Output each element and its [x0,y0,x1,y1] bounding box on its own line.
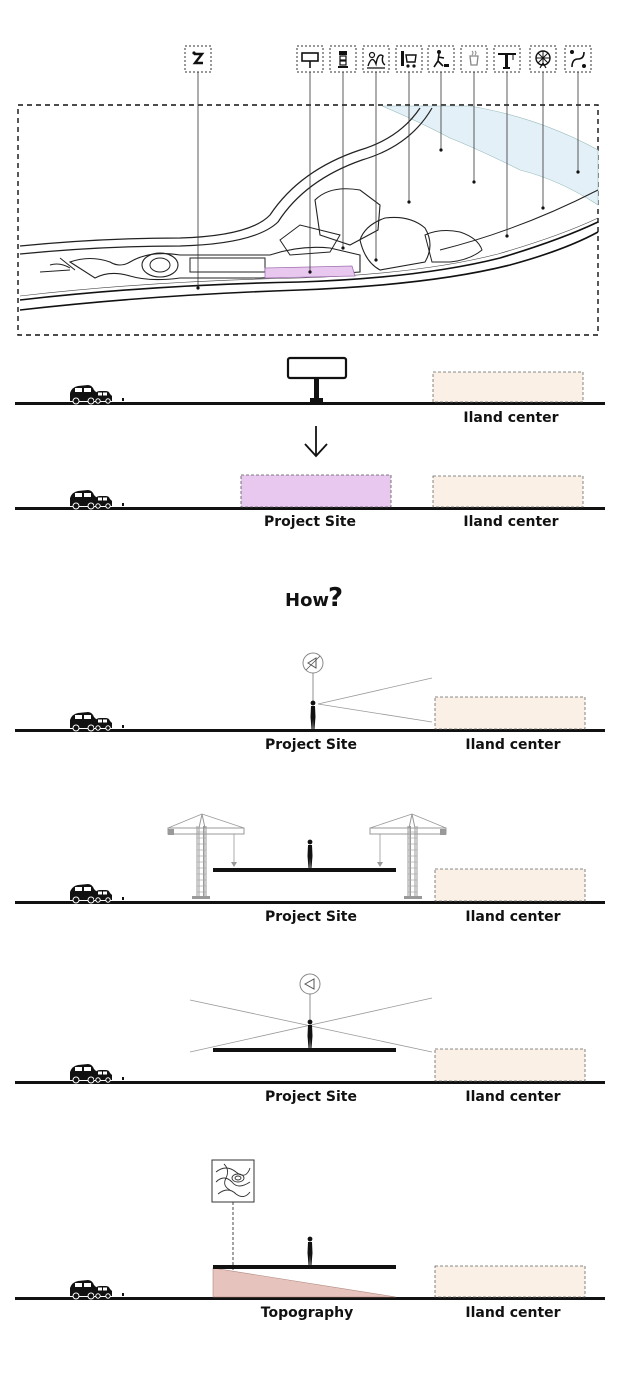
section-panorama: Project Site Iland center [15,973,605,1105]
project-site-label: Project Site [264,514,356,530]
car-icon [93,1285,113,1299]
island-center-label: Iland center [463,410,558,426]
arrow-down-icon [304,426,328,458]
car-icon [69,711,98,732]
section-topography: Topography Iland center [15,1159,605,1321]
car-icon [69,489,98,510]
island-center-block [434,1265,586,1298]
ferris-wheel-icon [529,45,557,73]
section-project-site: Project Site Iland center [15,474,605,530]
road-curve-icon [564,45,592,73]
car-icon [93,889,113,903]
elevated-platform [213,868,396,872]
island-center-label: Iland center [465,909,560,925]
project-site-block [240,474,392,508]
ground-line [15,402,605,405]
project-site-label: Project Site [265,737,357,753]
topography-label: Topography [261,1305,353,1321]
billboard-icon [286,356,348,402]
elevated-platform [213,1265,396,1269]
how-text: How [285,590,329,611]
car-icon [69,1279,98,1300]
island-center-block [432,371,584,403]
site-plan [17,72,599,336]
water-body [381,105,599,206]
topography-map-icon [211,1159,255,1203]
tower-icon [329,45,357,73]
section-cranes: Project Site Iland center [15,813,605,925]
topography-slope [212,1267,397,1298]
ground-line [15,729,605,732]
site-plan-frame [17,104,599,336]
person-icon [307,839,313,868]
island-center-label: Iland center [465,737,560,753]
person-icon [307,1236,313,1265]
island-center-label: Iland center [463,514,558,530]
icons-row [184,45,592,73]
ground-line [15,507,605,510]
ground-line [15,1297,605,1300]
section-billboard: Iland center [15,356,605,426]
eye-icon [302,652,324,674]
car-icon [69,384,98,405]
island-center-block [432,475,584,508]
car-icon [93,1069,113,1083]
path-icon [184,45,212,73]
ground-line [15,1081,605,1084]
island-center-block [434,696,586,730]
plants-icon [362,45,390,73]
car-icon [69,883,98,904]
eye-icon [299,973,321,995]
cafe-icon [460,45,488,73]
project-site-label: Project Site [265,909,357,925]
island-center-block [434,868,586,902]
shopping-cart-icon [395,45,423,73]
car-icon [93,390,113,404]
island-center-block [434,1048,586,1082]
person-icon [310,700,316,729]
elevated-platform [213,1048,396,1052]
car-icon [93,717,113,731]
island-center-label: Iland center [465,1305,560,1321]
car-icon [69,1063,98,1084]
ground-line [15,901,605,904]
how-heading: How ? [285,583,343,613]
activity-icon [427,45,455,73]
section-viewpoint: Project Site Iland center [15,652,605,753]
car-icon [93,495,113,509]
project-site-label: Project Site [265,1089,357,1105]
crane-icon [493,45,521,73]
question-mark: ? [328,583,343,613]
person-icon [307,1019,313,1048]
billboard-icon [296,45,324,73]
crane-icon [167,813,245,900]
island-center-label: Iland center [465,1089,560,1105]
